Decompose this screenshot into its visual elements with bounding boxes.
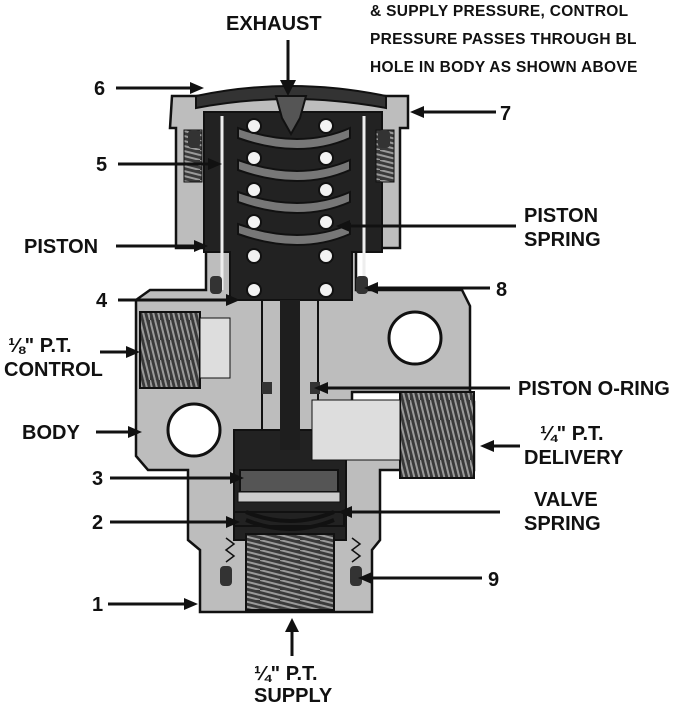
note-line-3: HOLE IN BODY AS SHOWN ABOVE [370, 59, 638, 76]
o-ring-8-right [356, 276, 368, 294]
o-ring-9-left [220, 566, 232, 586]
label-delivery-line2: DELIVERY [524, 447, 624, 469]
o-ring-7-right [378, 130, 390, 148]
label-piston-spring-line2: SPRING [524, 229, 601, 251]
label-6: 6 [94, 78, 105, 100]
label-supply-line1: ¼" P.T. [254, 663, 318, 685]
o-ring-7-left [188, 130, 200, 148]
label-piston-o-ring: PISTON O-RING [518, 378, 670, 400]
note-line-1: & SUPPLY PRESSURE, CONTROL [370, 3, 628, 20]
piston-spring [237, 118, 351, 298]
label-control-line1: ⅛" P.T. [8, 335, 72, 357]
label-control-line2: CONTROL [4, 359, 103, 381]
label-valve-spring-line1: VALVE [534, 489, 598, 511]
label-1: 1 [92, 594, 103, 616]
bleed-hole-left [166, 402, 222, 458]
o-ring-8-left [210, 276, 222, 294]
label-7: 7 [500, 103, 511, 125]
o-ring-9-right [350, 566, 362, 586]
label-2: 2 [92, 512, 103, 534]
label-supply-line2: SUPPLY [254, 685, 333, 707]
delivery-port-thread [399, 391, 475, 479]
valve-seat [237, 491, 341, 503]
label-valve-spring-line2: SPRING [524, 513, 601, 535]
label-9: 9 [488, 569, 499, 591]
label-body: BODY [22, 422, 80, 444]
label-exhaust: EXHAUST [226, 13, 322, 35]
label-8: 8 [496, 279, 507, 301]
piston-o-ring-left [262, 382, 272, 394]
bleed-hole-right [387, 310, 443, 366]
label-5: 5 [96, 154, 107, 176]
label-piston-spring-line1: PISTON [524, 205, 598, 227]
valve-spring-guide [233, 511, 345, 527]
control-port-thread [139, 311, 201, 389]
label-3: 3 [92, 468, 103, 490]
control-port-channel [199, 317, 231, 379]
valve-disc [239, 469, 339, 493]
label-piston: PISTON [24, 236, 98, 258]
label-delivery-line1: ¼" P.T. [540, 423, 604, 445]
label-4: 4 [96, 290, 108, 312]
note-line-2: PRESSURE PASSES THROUGH BL [370, 31, 637, 48]
leader-lines [96, 40, 520, 656]
piston-sleeve [220, 116, 366, 290]
valve-spring [245, 510, 335, 531]
delivery-port-channel [311, 399, 401, 461]
lower-thread-marks [224, 537, 362, 563]
exhaust-plug [274, 95, 308, 137]
supply-port-thread [245, 533, 335, 611]
